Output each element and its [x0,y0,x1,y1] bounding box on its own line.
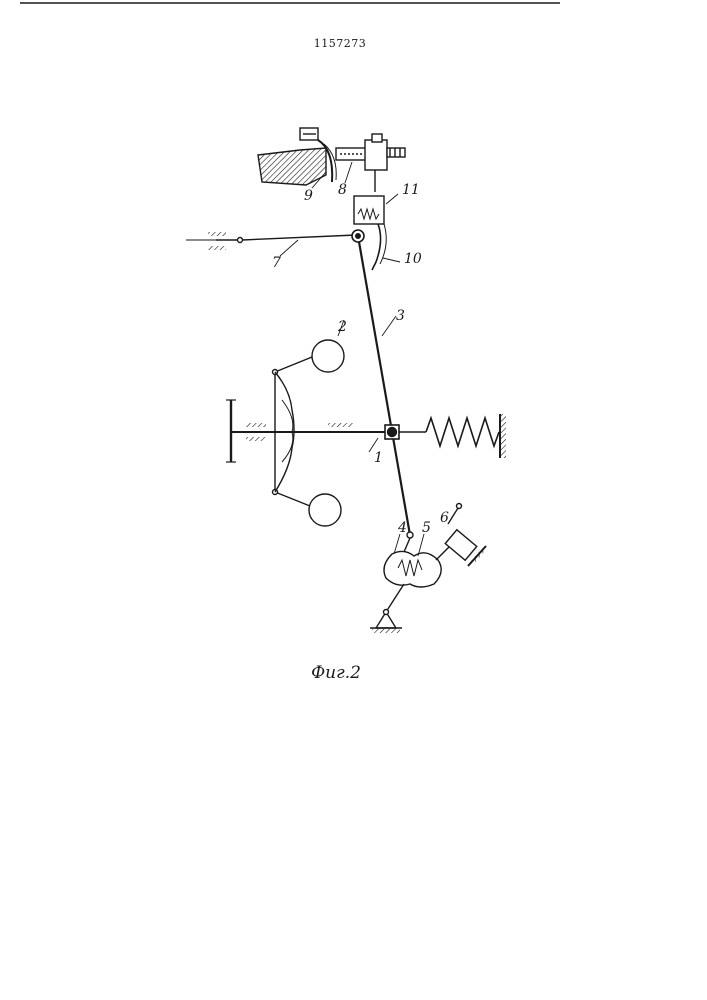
top-assembly [258,128,405,192]
label-8: 8 [338,182,347,198]
label-10: 10 [404,251,422,267]
return-spring [399,414,506,458]
part-9-body [258,148,326,185]
weight-2-lower [309,494,341,526]
label-7: 7 [272,255,281,271]
part-6-cylinder [445,530,476,561]
part-8-housing [365,140,387,170]
part-11-box [354,196,384,224]
label-3: 3 [396,308,405,324]
label-11: 11 [402,182,420,198]
label-4: 4 [397,520,407,536]
label-1: 1 [374,450,383,466]
patent-number: 1157273 [314,37,367,50]
lever-3 [352,230,410,535]
label-5: 5 [422,520,431,536]
label-2: 2 [337,319,347,335]
part-10-latch [372,224,381,270]
label-9: 9 [304,188,313,204]
weight-2-upper [312,340,344,372]
rod-7 [186,232,356,256]
label-6: 6 [440,510,449,526]
figure-caption: Фиг.2 [311,663,361,683]
